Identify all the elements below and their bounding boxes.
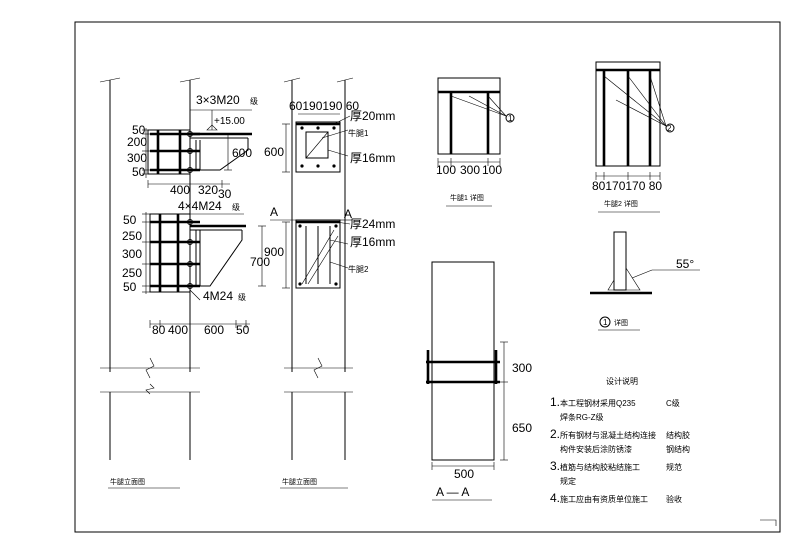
bolt-label-top-sub: 级: [250, 96, 258, 106]
dim-900-front: 900: [264, 245, 284, 259]
section-dim-500: 500: [454, 467, 474, 481]
caption-detail-2: 牛腿2 详图: [604, 199, 638, 208]
plate-top-label: 厚20mm: [350, 109, 395, 123]
detail1-dim-3: 100: [482, 163, 502, 177]
elevation-2: 60190190 60 厚20mm 牛腿1 厚16mm 600 A A 厚24m…: [264, 77, 395, 489]
note-1-text: 本工程钢材采用Q235: [560, 398, 636, 408]
dim-bottom-600: 600: [204, 323, 224, 337]
section-title: A — A: [436, 485, 469, 499]
elevation-mark: +15.00: [214, 116, 245, 127]
dim-left-mid-2: 250: [122, 229, 142, 243]
drawing-frame: [74, 21, 781, 533]
detail2-dims: 80170170 80: [592, 179, 662, 193]
note-2b-tail: 钢结构: [666, 444, 690, 454]
notes-title: 设计说明: [606, 376, 638, 386]
dim-left-mid-1: 50: [123, 213, 137, 227]
section-a-a: 300 650 500 A — A: [426, 261, 532, 501]
note-3-num: 3.: [550, 459, 560, 473]
caption-weld: 详图: [614, 318, 628, 327]
dim-left-mid-4: 250: [122, 266, 142, 280]
dim-400-upper: 400: [170, 183, 190, 197]
weld-label: 55°: [676, 257, 694, 271]
detail1-callout: 1: [508, 114, 513, 123]
top-dims: 60190190 60: [289, 99, 359, 113]
dim-left-mid-3: 300: [122, 247, 142, 261]
note-2-num: 2.: [550, 427, 560, 441]
caption-elevation-2: 牛腿立面图: [282, 477, 317, 486]
plate-web2-label: 厚16mm: [350, 235, 395, 249]
note-2-text: 所有钢材与混凝土结构连接: [560, 430, 656, 440]
note-2b-text: 构件安装后涂防锈漆: [560, 444, 632, 454]
frame-corner-mark: [760, 519, 777, 526]
note-2-tail: 结构胶: [666, 430, 690, 440]
weld-callout: 1: [603, 318, 608, 327]
dim-600-upper: 600: [232, 146, 252, 160]
dim-700-mid: 700: [250, 255, 270, 269]
bolt-label-mid-sub: 级: [232, 202, 240, 212]
dim-left-top-1: 50: [132, 123, 146, 137]
detail1-dim-1: 100: [436, 163, 456, 177]
dim-30-upper: 30: [218, 187, 232, 201]
note-3-tail: 规范: [666, 462, 682, 472]
plate-mid-label: 厚24mm: [350, 217, 395, 231]
caption-elevation-1: 牛腿立面图: [110, 477, 145, 486]
bolt-label-top: 3×3M20: [196, 93, 240, 107]
note-3-text: 植筋与结构胶粘结施工: [560, 462, 640, 472]
note-3b-text: 规定: [560, 476, 576, 486]
dim-left-top-2: 200: [127, 135, 147, 149]
bracket2-label: 牛腿2: [348, 264, 369, 274]
note-4-tail: 验收: [666, 494, 682, 504]
section-dim-650: 650: [512, 421, 532, 435]
bolt-label-bot-sub: 级: [238, 292, 246, 302]
section-mark-right: A: [344, 207, 352, 221]
detail-1: 1 100 300 100 牛腿1 详图: [436, 77, 515, 207]
dim-bottom-50: 50: [236, 323, 250, 337]
caption-detail-1: 牛腿1 详图: [450, 193, 484, 202]
detail1-dim-2: 300: [460, 163, 480, 177]
plate-web1-label: 厚16mm: [350, 151, 395, 165]
dim-bottom-400: 400: [168, 323, 188, 337]
dim-600-front: 600: [264, 145, 284, 159]
section-mark-left: A: [270, 205, 278, 219]
dim-left-mid-5: 50: [123, 280, 137, 294]
dim-left-top-3: 300: [127, 151, 147, 165]
dim-left-top-4: 50: [132, 165, 146, 179]
note-1b-text: 焊条RG-Z级: [560, 412, 604, 422]
weld-detail: 55° 1 详图: [590, 231, 700, 331]
note-4-text: 施工应由有资质单位施工: [560, 494, 648, 504]
bolt-label-bot: 4M24: [203, 289, 233, 303]
detail2-callout: 2: [667, 124, 672, 133]
bracket1-label: 牛腿1: [348, 128, 369, 138]
section-dim-300: 300: [512, 361, 532, 375]
note-4-num: 4.: [550, 491, 560, 505]
elevation-1: 3×3M20 级 +15.00 50 200 300 50 600: [99, 77, 270, 489]
note-1-num: 1.: [550, 395, 560, 409]
detail-2: 2 80170170 80 牛腿2 详图: [592, 61, 675, 213]
dim-320-upper: 320: [198, 183, 218, 197]
design-notes: 设计说明 1. 本工程钢材采用Q235 C级 焊条RG-Z级 2. 所有钢材与混…: [550, 376, 690, 505]
note-1-tail: C级: [666, 398, 680, 408]
dim-bottom-80: 80: [152, 323, 166, 337]
bolt-label-mid: 4×4M24: [178, 199, 222, 213]
